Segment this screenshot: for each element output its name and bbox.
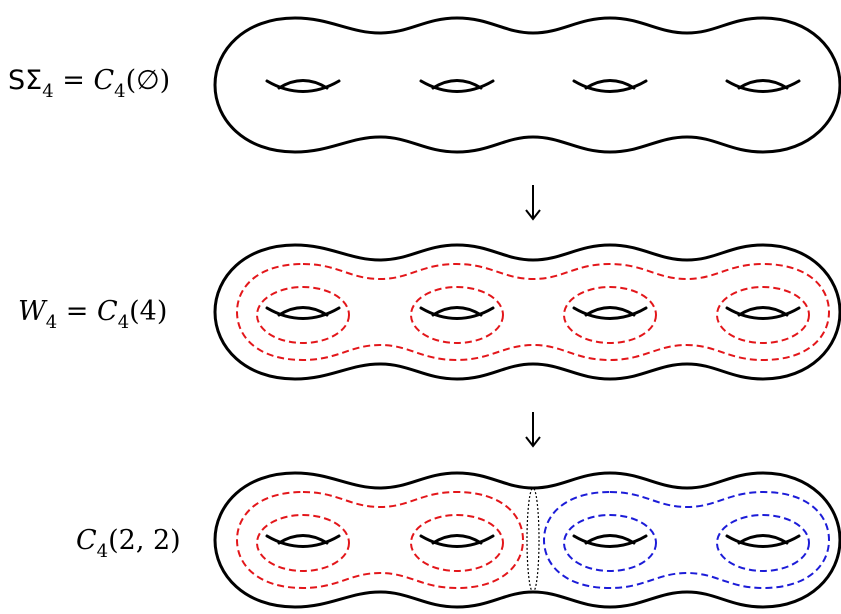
handle	[265, 306, 341, 320]
label-row-2-right-sub: 4	[118, 312, 129, 333]
label-row-2-left-sub: 4	[46, 312, 57, 333]
hole-curve	[256, 286, 350, 344]
label-row-3-arg: (2, 2)	[108, 525, 181, 556]
handle	[419, 79, 495, 93]
handle	[725, 79, 801, 93]
label-row-1-arg: (∅)	[126, 65, 171, 96]
label-row-1: SΣ4 = C4(∅)	[8, 65, 170, 102]
label-row-2-arg: (4)	[129, 296, 167, 327]
label-row-2: W4 = C4(4)	[18, 296, 167, 333]
envelope-curve-red	[235, 490, 525, 590]
hole-curve	[716, 514, 810, 572]
arrow-1	[525, 185, 541, 221]
handle	[419, 534, 495, 548]
handle	[572, 79, 648, 93]
handle	[265, 79, 341, 93]
label-row-3: C4(2, 2)	[76, 525, 181, 562]
handle	[572, 306, 648, 320]
handle	[725, 534, 801, 548]
svg-text:SΣ4 = C4(∅): SΣ4 = C4(∅)	[8, 65, 170, 102]
label-row-1-right-sub: 4	[114, 81, 125, 102]
label-row-1-left: SΣ	[8, 65, 42, 96]
label-row-2-eq: =	[57, 296, 97, 327]
label-row-2-left: W	[18, 296, 48, 327]
label-row-3-right-sub: 4	[97, 541, 108, 562]
envelope-curve	[235, 262, 831, 362]
handle	[419, 306, 495, 320]
surface-sigma	[213, 16, 841, 154]
handle	[725, 306, 801, 320]
label-row-1-eq: =	[54, 65, 94, 96]
label-row-3-right: C	[76, 525, 97, 556]
hole-curve	[256, 514, 350, 572]
label-row-2-right: C	[97, 296, 118, 327]
hole-curve	[563, 286, 657, 344]
svg-text:W4 = C4(4): W4 = C4(4)	[18, 296, 167, 333]
hole-curve	[563, 514, 657, 572]
handle	[572, 534, 648, 548]
surface-outline	[213, 243, 841, 381]
surface-c22	[213, 471, 841, 609]
hole-curve	[410, 514, 504, 572]
label-row-1-right: C	[93, 65, 114, 96]
hole-curve	[410, 286, 504, 344]
hole-curve	[716, 286, 810, 344]
handle	[265, 534, 341, 548]
label-row-1-left-sub: 4	[42, 81, 53, 102]
surface-outline	[213, 16, 841, 154]
separating-neck-curve	[526, 487, 540, 593]
arrow-2	[525, 412, 541, 448]
svg-text:C4(2, 2): C4(2, 2)	[76, 525, 181, 562]
surface-outline	[213, 471, 841, 609]
surface-w4	[213, 243, 841, 381]
envelope-curve-blue	[542, 490, 831, 590]
